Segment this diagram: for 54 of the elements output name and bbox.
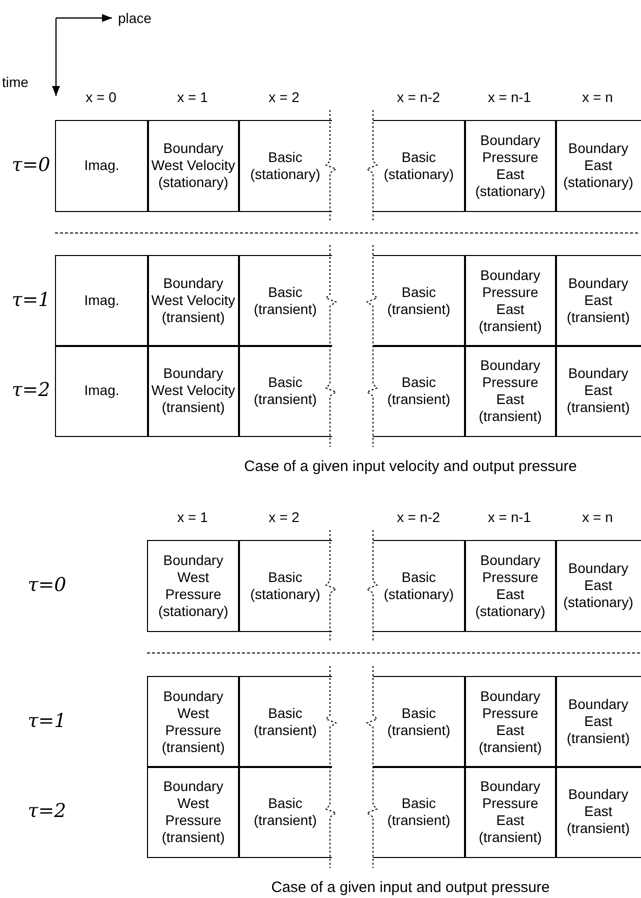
row-label: τ=2 xyxy=(10,378,52,402)
column-header: x = n xyxy=(581,508,614,526)
table-cell: Basic (transient) xyxy=(373,766,466,858)
table-cell: Basic (transient) xyxy=(238,345,332,436)
table-cell: Boundary West Velocity (transient) xyxy=(147,345,240,436)
table-cell: Boundary West Pressure (transient) xyxy=(147,766,240,858)
table-cell: Boundary Pressure East (stationary) xyxy=(464,120,556,212)
table-cell: Basic (transient) xyxy=(238,676,332,768)
column-header: x = n-2 xyxy=(396,88,442,106)
table-cell: Boundary Pressure East (transient) xyxy=(464,766,556,858)
table-cell: Basic (transient) xyxy=(373,676,466,768)
column-header: x = 1 xyxy=(176,88,209,106)
column-header: x = n-1 xyxy=(486,88,532,106)
table-cell: Boundary Pressure East (transient) xyxy=(464,676,556,768)
table-cell: Boundary East (stationary) xyxy=(555,120,641,212)
table-cell: Boundary East (transient) xyxy=(555,255,641,346)
table-cell: Boundary Pressure East (stationary) xyxy=(464,540,556,632)
column-header: x = 1 xyxy=(176,508,209,526)
table-cell: Basic (stationary) xyxy=(238,540,332,632)
axis-label: place xyxy=(118,8,152,28)
column-header: x = 2 xyxy=(268,88,300,106)
table-cell: Basic (transient) xyxy=(373,255,466,346)
table-cell: Imag. xyxy=(55,345,148,436)
column-header: x = n-1 xyxy=(486,508,532,526)
table-cell: Imag. xyxy=(55,255,148,346)
row-label: τ=1 xyxy=(26,708,68,734)
column-header: x = 2 xyxy=(268,508,300,526)
table-cell: Boundary Pressure East (transient) xyxy=(464,255,556,346)
table-cell: Boundary East (stationary) xyxy=(555,540,641,632)
table-cell: Boundary Pressure East (transient) xyxy=(464,345,556,436)
table-cell: Boundary West Pressure (transient) xyxy=(147,676,240,768)
table-cell: Boundary East (transient) xyxy=(555,766,641,858)
row-label: τ=2 xyxy=(26,798,68,824)
axis-label: time xyxy=(2,72,30,92)
caption: Case of a given input and output pressure xyxy=(270,878,551,898)
table-cell: Basic (stationary) xyxy=(238,120,332,212)
row-label: τ=0 xyxy=(10,152,52,178)
column-header: x = 0 xyxy=(84,88,118,106)
row-label: τ=1 xyxy=(10,288,52,312)
table-cell: Basic (transient) xyxy=(238,766,332,858)
caption: Case of a given input velocity and output pressure xyxy=(243,456,578,476)
column-header: x = n xyxy=(581,88,614,106)
table-cell: Basic (transient) xyxy=(373,345,466,436)
table-cell: Boundary West Velocity (transient) xyxy=(147,255,240,346)
table-cell: Boundary West Pressure (stationary) xyxy=(147,540,240,632)
table-cell: Basic (stationary) xyxy=(373,540,466,632)
row-label: τ=0 xyxy=(26,572,68,598)
table-cell: Imag. xyxy=(55,120,148,212)
table-cell: Basic (stationary) xyxy=(373,120,466,212)
column-header: x = n-2 xyxy=(396,508,442,526)
table-cell: Boundary West Velocity (stationary) xyxy=(147,120,240,212)
table-cell: Boundary East (transient) xyxy=(555,345,641,436)
table-cell: Boundary East (transient) xyxy=(555,676,641,768)
table-cell: Basic (transient) xyxy=(238,255,332,346)
